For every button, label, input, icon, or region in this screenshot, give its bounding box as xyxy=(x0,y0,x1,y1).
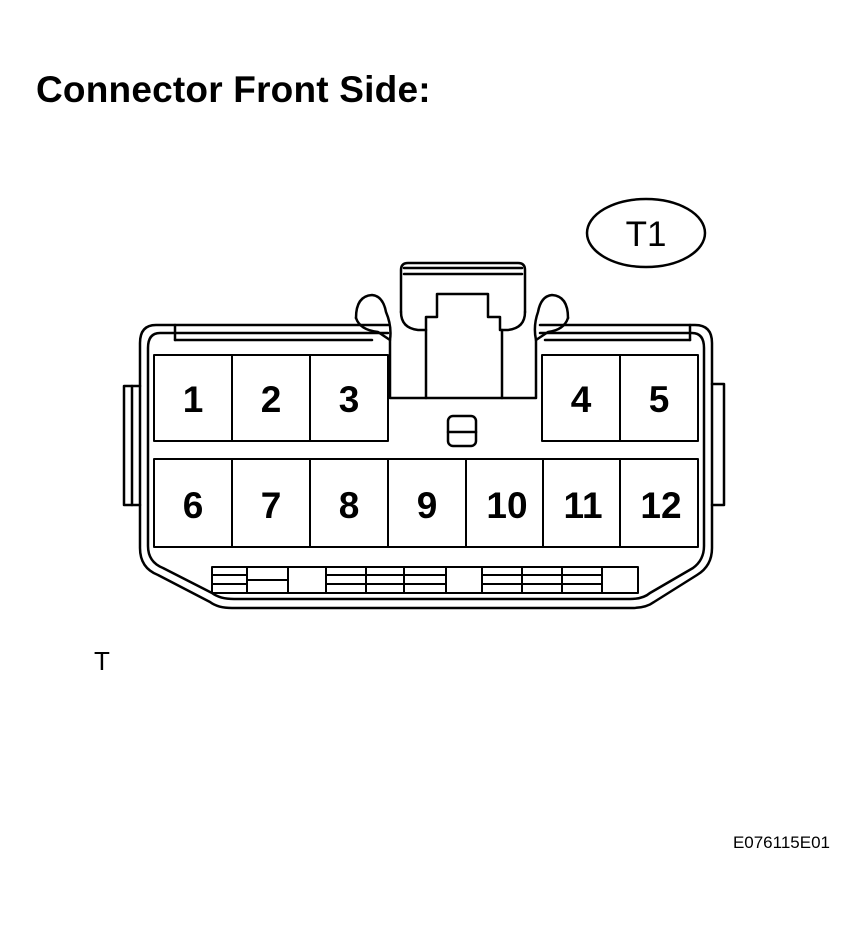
side-tab-left xyxy=(122,384,142,507)
pin-number-1: 1 xyxy=(183,379,204,420)
pin-cells xyxy=(153,354,699,548)
pin-cell-3 xyxy=(309,354,389,442)
pin-cell-5 xyxy=(619,354,699,442)
pin-number-11: 11 xyxy=(563,485,602,526)
pin-number-3: 3 xyxy=(339,379,360,420)
pin-cell-12 xyxy=(619,458,699,548)
pin-number-10: 10 xyxy=(486,485,527,526)
connector-housing-inner-outline xyxy=(146,331,706,601)
key-slot xyxy=(446,414,478,448)
connector-label-badge xyxy=(585,197,707,269)
lock-lever xyxy=(354,261,570,400)
side-tab-right xyxy=(710,382,726,507)
figure-code: E076115E01 xyxy=(732,833,830,852)
pin-number-6: 6 xyxy=(183,485,204,526)
connector-housing-outline xyxy=(138,323,714,610)
pin-number-7: 7 xyxy=(261,485,282,526)
pin-number-5: 5 xyxy=(649,379,670,420)
bottom-ribs xyxy=(211,566,639,594)
pin-number-2: 2 xyxy=(261,379,282,420)
page-title: Connector Front Side: xyxy=(36,69,431,110)
connector-label: T1 xyxy=(626,215,667,254)
pin-number-12: 12 xyxy=(640,485,681,526)
pin-number-9: 9 xyxy=(417,485,438,526)
pin-number-4: 4 xyxy=(571,379,592,420)
pin-number-8: 8 xyxy=(339,485,360,526)
corner-mark: T xyxy=(94,646,110,676)
